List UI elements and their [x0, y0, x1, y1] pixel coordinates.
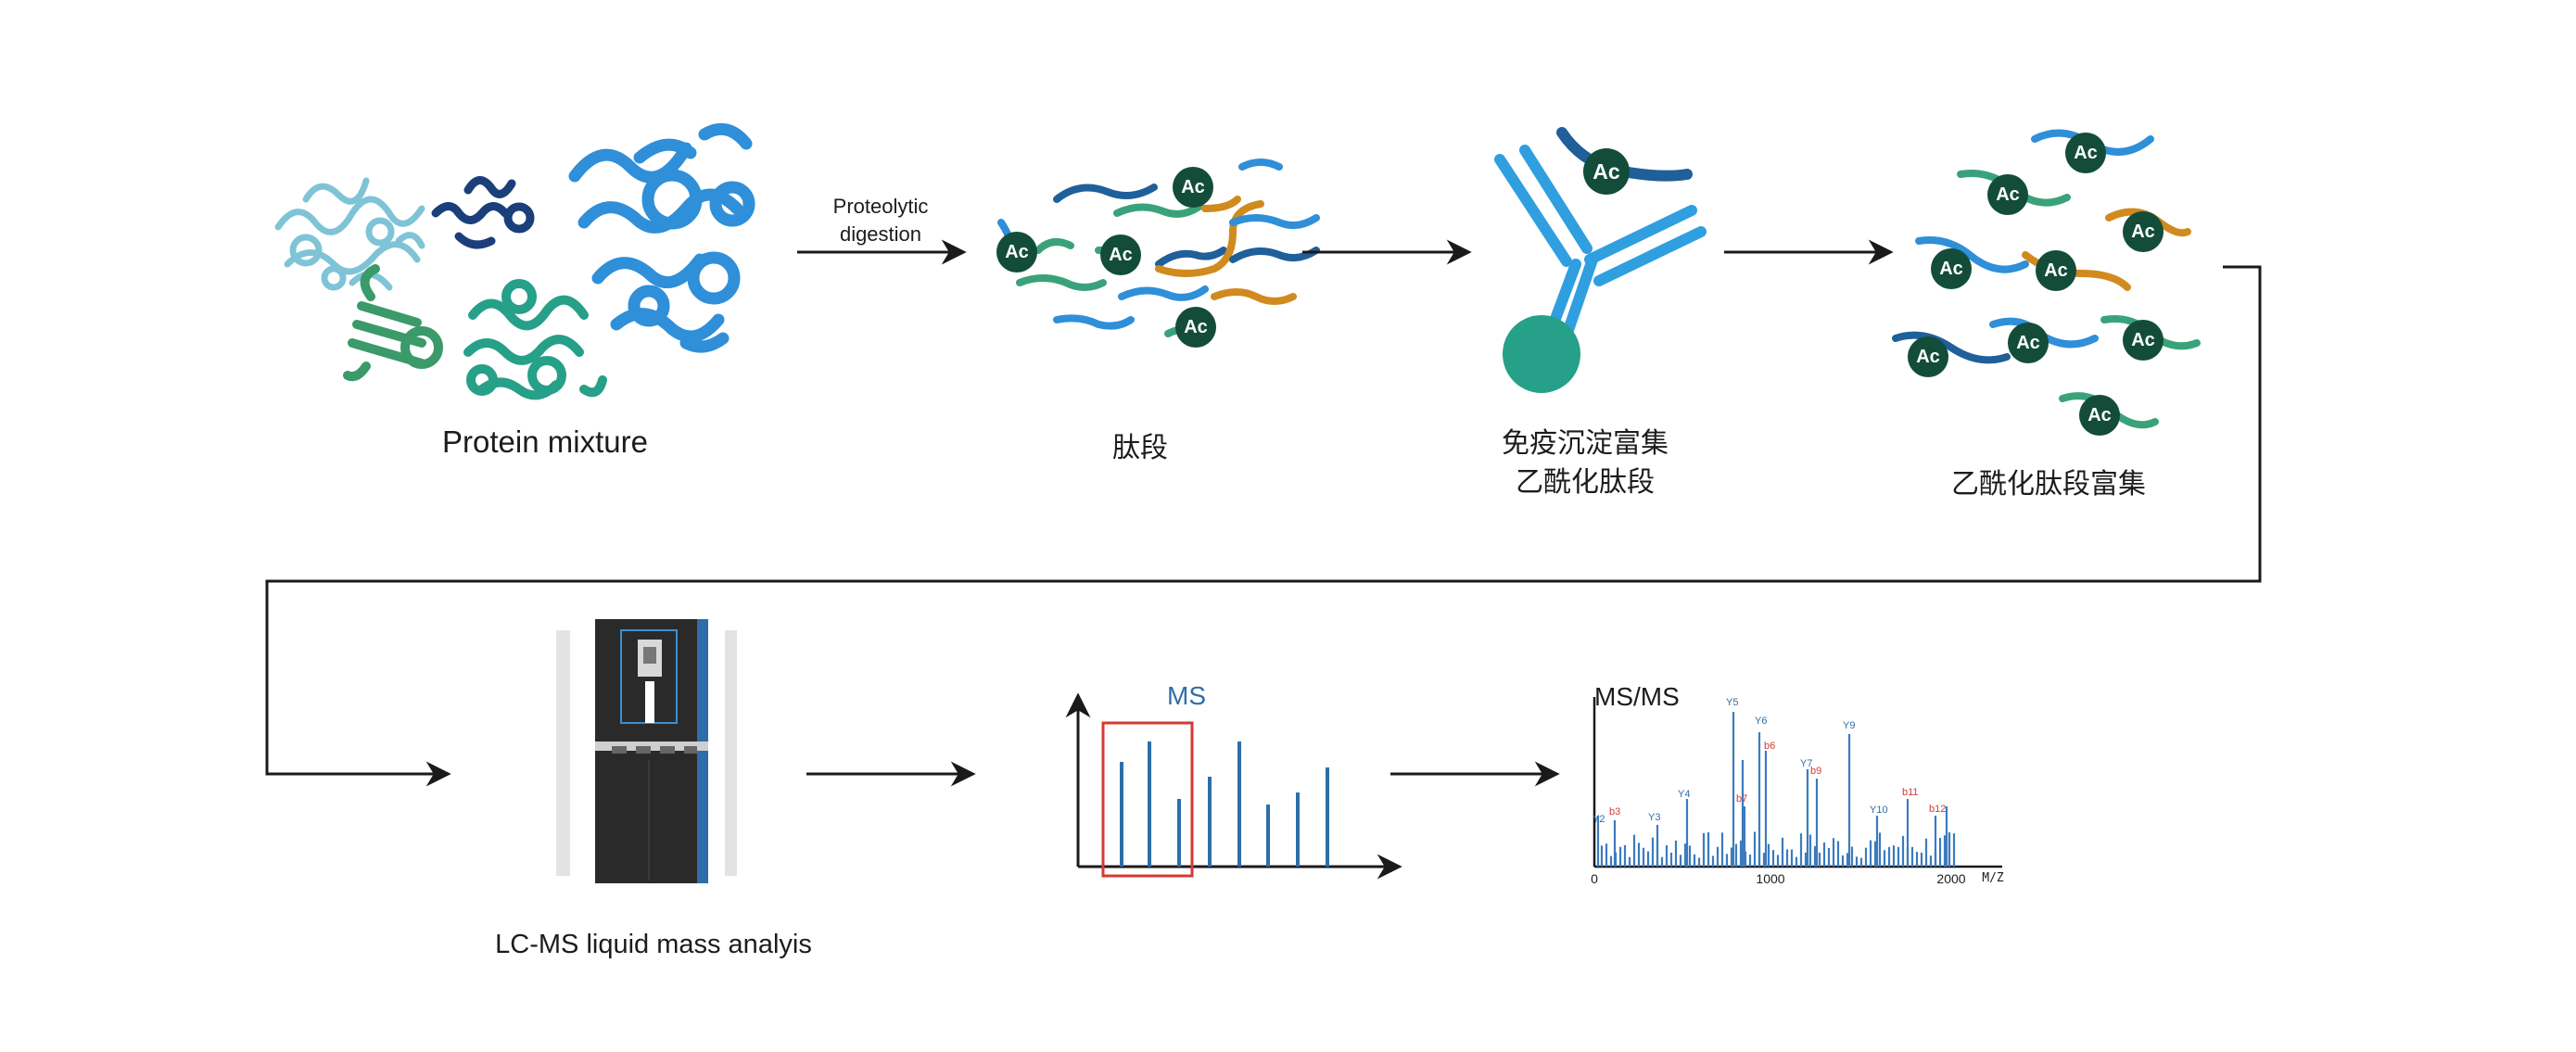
ac-badge-text: Ac: [1109, 245, 1133, 265]
ion-b3: b3: [1609, 806, 1621, 818]
peptide-ac-badges: [996, 167, 1216, 348]
ip-label-line2: 乙酰化肽段: [1516, 466, 1655, 499]
ac-badge-text: Ac: [1939, 259, 1963, 279]
ion-y9: Y9: [1843, 720, 1856, 731]
msms-tick-0: 0: [1591, 871, 1598, 886]
ac-badge-text: Ac: [2087, 405, 2112, 425]
ion-b9: b9: [1810, 766, 1822, 777]
ion-y6: Y6: [1755, 716, 1768, 727]
bead-icon: [1503, 315, 1580, 393]
ms-spectrum: [1065, 692, 1402, 880]
ion-y3: Y3: [1648, 812, 1661, 823]
ion-y10: Y10: [1870, 805, 1888, 816]
msms-tick-1000: 1000: [1756, 871, 1785, 886]
ac-badge-text: Ac: [1593, 159, 1620, 184]
ion-y7: Y7: [1800, 758, 1813, 769]
ip-label-line1: 免疫沉淀富集: [1502, 427, 1669, 460]
ac-badge-text: Ac: [2074, 143, 2098, 163]
ion-b7: b7: [1736, 793, 1748, 805]
ac-badge-text: Ac: [1005, 242, 1029, 262]
ac-badge-text: Ac: [1996, 184, 2020, 205]
ac-badge-text: Ac: [2131, 330, 2155, 350]
ac-badge-text: Ac: [2131, 222, 2155, 242]
digestion-label-line1: Proteolytic: [832, 195, 929, 218]
enriched-label: 乙酰化肽段富集: [1951, 468, 2146, 501]
digestion-label-line2: digestion: [839, 222, 922, 246]
ion-y2: Y2: [1593, 814, 1605, 825]
lcms-instrument-icon: [556, 619, 737, 883]
ion-y4: Y4: [1678, 789, 1691, 800]
ac-badge-text: Ac: [2016, 333, 2040, 353]
ion-b6: b6: [1764, 741, 1776, 752]
ms-selection-box: [1101, 721, 1194, 878]
ac-badge-text: Ac: [1181, 177, 1205, 197]
protein-mixture-icon: [274, 122, 755, 400]
peptides-icon: [997, 158, 1320, 337]
digestion-label: Proteolytic digestion: [797, 193, 964, 248]
ac-badge-text: Ac: [1916, 347, 1940, 367]
msms-unit: M/Z: [1982, 871, 2004, 885]
msms-spectrum: [1593, 697, 2002, 868]
ion-y5: Y5: [1726, 697, 1739, 708]
enriched-ac-badges: [1908, 133, 2164, 436]
arrow-to-lcms: [265, 265, 2262, 787]
ac-badge-text: Ac: [1184, 317, 1208, 337]
antibody-icon: [1494, 127, 1707, 393]
lcms-label: LC-MS liquid mass analyis: [495, 930, 812, 959]
ip-label: 免疫沉淀富集 乙酰化肽段: [1474, 425, 1696, 502]
peptides-label: 肽段: [1112, 432, 1168, 464]
msms-title: MS/MS: [1594, 682, 1680, 711]
protein-mixture-label: Protein mixture: [442, 425, 648, 459]
ion-b12: b12: [1929, 804, 1947, 815]
ms-title: MS: [1167, 681, 1206, 710]
ion-b11: b11: [1902, 787, 1919, 798]
msms-tick-2000: 2000: [1936, 871, 1966, 886]
ac-badge-text: Ac: [2044, 260, 2068, 281]
